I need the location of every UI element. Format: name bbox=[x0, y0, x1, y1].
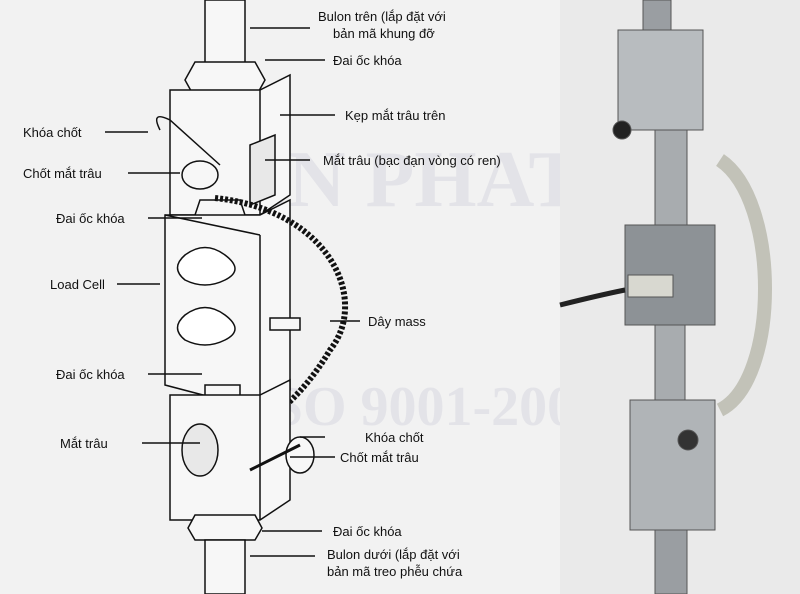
label-line: Bulon dưới (lắp đặt với bbox=[327, 547, 460, 562]
label-bottom-bolt: Bulon dưới (lắp đặt với bản mã treo phễu… bbox=[327, 546, 462, 580]
label-top-rod-end: Mắt trâu (bạc đạn vòng có ren) bbox=[323, 153, 501, 168]
label-line: Bulon trên (lắp đặt với bbox=[318, 9, 446, 24]
bottom-lock-pin bbox=[285, 436, 315, 474]
label-bottom-lock-pin: Khóa chốt bbox=[365, 430, 424, 445]
label-load-cell: Load Cell bbox=[50, 277, 105, 292]
label-lower-nut: Đai ốc khóa bbox=[56, 367, 125, 382]
label-ground-strap: Dây mass bbox=[368, 314, 426, 329]
label-top-bolt: Bulon trên (lắp đặt với bản mã khung đỡ bbox=[318, 8, 446, 42]
photo-top-clevis bbox=[617, 29, 704, 131]
label-bottom-clevis-pin: Chốt mắt trâu bbox=[340, 450, 419, 465]
label-top-clevis: Kẹp mắt trâu trên bbox=[345, 108, 446, 123]
label-line: bản mã khung đỡ bbox=[333, 26, 435, 41]
bottom-rod-end bbox=[181, 423, 219, 477]
load-cell-body bbox=[164, 198, 291, 411]
top-bolt bbox=[204, 0, 246, 71]
product-photo bbox=[559, 0, 800, 594]
watermark-iso: ISO 9001-2008 bbox=[250, 376, 604, 438]
strap-stud bbox=[269, 317, 301, 331]
bottom-clevis-pin bbox=[249, 443, 301, 472]
label-line: bản mã treo phễu chứa bbox=[327, 564, 463, 579]
exploded-assembly-drawing bbox=[155, 0, 349, 594]
label-top-clevis-pin: Chốt mắt trâu bbox=[23, 166, 102, 181]
label-bottom-nut: Đai ốc khóa bbox=[333, 524, 402, 539]
top-clevis-pin bbox=[181, 160, 219, 190]
label-top-lock-pin: Khóa chốt bbox=[23, 125, 82, 140]
label-top-nut: Đai ốc khóa bbox=[333, 53, 402, 68]
ground-strap bbox=[214, 195, 349, 441]
bottom-nut bbox=[187, 514, 263, 541]
label-upper-nut: Đai ốc khóa bbox=[56, 211, 125, 226]
top-lock-pin bbox=[155, 115, 221, 166]
label-bottom-rod-end: Mắt trâu bbox=[60, 436, 108, 451]
leader-arrows bbox=[105, 27, 360, 557]
photo-ground-strap bbox=[715, 154, 772, 417]
photo-bottom-clevis bbox=[629, 399, 716, 531]
bottom-bolt bbox=[204, 539, 246, 594]
